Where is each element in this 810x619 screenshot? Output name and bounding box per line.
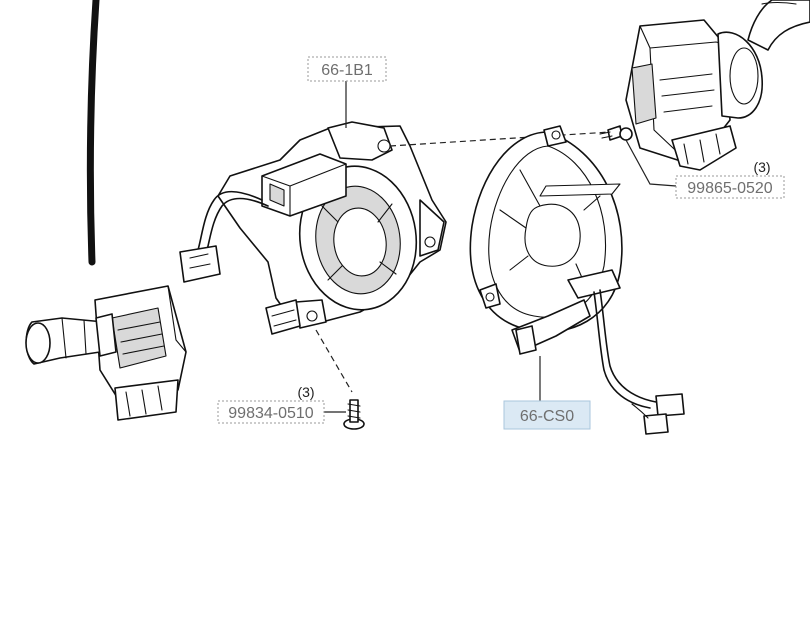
combination-switch-left[interactable] (25, 285, 187, 421)
svg-text:99834-0510: 99834-0510 (228, 405, 314, 422)
clock-spring[interactable] (469, 125, 685, 435)
svg-text:66-CS0: 66-CS0 (520, 408, 574, 425)
steering-column-edge (86, 0, 100, 266)
qty-lower: (3) (297, 384, 314, 400)
svg-text:99865-0520: 99865-0520 (687, 180, 773, 197)
assembly-line-upper (389, 131, 611, 147)
clock-spring-housing[interactable] (179, 121, 447, 335)
label-99834-0510[interactable]: (3) 99834-0510 (217, 384, 325, 424)
label-66-CS0[interactable]: 66-CS0 (503, 400, 591, 430)
leader-99865-0520 (625, 139, 677, 187)
svg-text:66-1B1: 66-1B1 (321, 62, 373, 79)
label-66-1B1[interactable]: 66-1B1 (307, 56, 387, 82)
assembly-line-lower (315, 329, 353, 393)
label-99865-0520[interactable]: (3) 99865-0520 (675, 159, 785, 199)
screw-lower[interactable] (343, 399, 365, 430)
combination-switch-right[interactable] (625, 0, 810, 171)
qty-upper: (3) (753, 159, 770, 175)
screw-upper[interactable] (599, 125, 633, 141)
